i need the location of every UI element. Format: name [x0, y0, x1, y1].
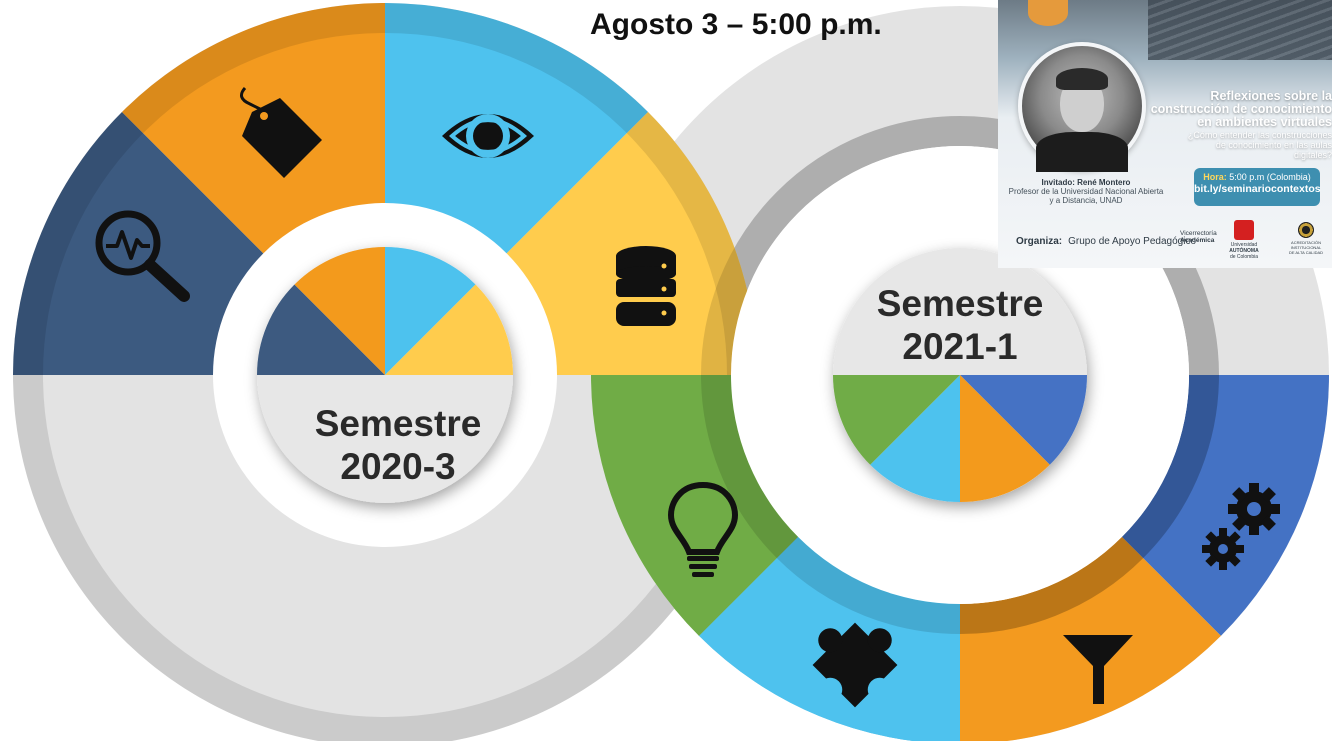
- logo3-text: ACREDITACIÓN INSTITUCIONAL DE ALTA CALID…: [1288, 240, 1324, 255]
- poster-organizer: Organiza: Grupo de Apoyo Pedagógico: [1016, 236, 1196, 247]
- time-label: Hora:: [1203, 172, 1227, 182]
- semester-2021-label-line1: Semestre: [877, 283, 1044, 324]
- hub-slice-yellow-2020: [385, 284, 513, 375]
- poster-time-link-box: Hora: 5:00 p.m (Colombia) bit.ly/seminar…: [1194, 168, 1321, 206]
- funnel-icon: [1063, 635, 1133, 704]
- poster-title: Reflexiones sobre la construcción de con…: [1150, 89, 1332, 129]
- university-logo-mark: [1234, 220, 1254, 240]
- gears-icon: [1202, 483, 1280, 570]
- laptop-keyboard-image: [1148, 0, 1332, 60]
- semester-2020-label-line2: 2020-3: [340, 446, 455, 487]
- guest-name: Invitado: René Montero: [1041, 178, 1131, 187]
- hub-slice-navy-2020: [257, 284, 385, 375]
- university-logo: Universidad AUTÓNOMA de Colombia: [1226, 220, 1262, 260]
- eye-icon: [442, 114, 534, 158]
- tag-icon: [239, 86, 322, 178]
- hub-slice-sky-2020: [385, 247, 476, 375]
- hub-slice-sky-2021: [870, 375, 960, 502]
- poster-guest-info: Invitado: René Montero Profesor de la Un…: [1006, 178, 1166, 205]
- hub-slice-green-2021: [833, 375, 960, 465]
- seminar-link[interactable]: bit.ly/seminariocontextos: [1194, 183, 1321, 195]
- organiza-label: Organiza:: [1016, 236, 1063, 247]
- hub-2020-3: [257, 247, 513, 503]
- guest-role: Profesor de la Universidad Nacional Abie…: [1008, 187, 1164, 205]
- lightbulb-icon: [667, 481, 739, 577]
- hub-slice-orange-2021: [960, 375, 1050, 502]
- seminar-poster: Reflexiones sobre la construcción de con…: [998, 0, 1332, 268]
- logo1-line2: Académica: [1180, 237, 1215, 244]
- analytics-magnifier-icon: [95, 210, 190, 302]
- semester-2020-label-line1: Semestre: [315, 403, 482, 444]
- semester-2021-label-line2: 2021-1: [902, 326, 1017, 367]
- speaker-photo: [1018, 42, 1146, 172]
- speaker-hair: [1056, 68, 1108, 90]
- logo1-line1: Vicerrectoría: [1180, 230, 1217, 237]
- poster-subtitle: ¿Cómo entender las construcciones de con…: [1187, 130, 1332, 160]
- event-date-headline: Agosto 3 – 5:00 p.m.: [590, 8, 882, 41]
- organiza-value: Grupo de Apoyo Pedagógico: [1068, 236, 1197, 247]
- time-value: 5:00 p.m (Colombia): [1229, 172, 1311, 182]
- puzzle-piece-icon: [812, 622, 898, 708]
- vicerrectoria-logo: Vicerrectoría Académica: [1180, 230, 1217, 244]
- hub-slice-blue-2021: [960, 375, 1087, 465]
- hub-slice-orange-2020: [294, 247, 385, 375]
- accreditation-seal: ACREDITACIÓN INSTITUCIONAL DE ALTA CALID…: [1288, 222, 1324, 255]
- speaker-shirt: [1036, 132, 1128, 172]
- logo2-line2: AUTÓNOMA: [1229, 248, 1259, 254]
- accreditation-seal-mark: [1298, 222, 1314, 238]
- logo2-line1: Universidad: [1230, 242, 1258, 248]
- logo2-line3: de Colombia: [1229, 254, 1259, 260]
- owl-figurine-image: [1028, 0, 1068, 26]
- database-icon: [616, 246, 676, 326]
- hub-2021-1: [833, 248, 1087, 502]
